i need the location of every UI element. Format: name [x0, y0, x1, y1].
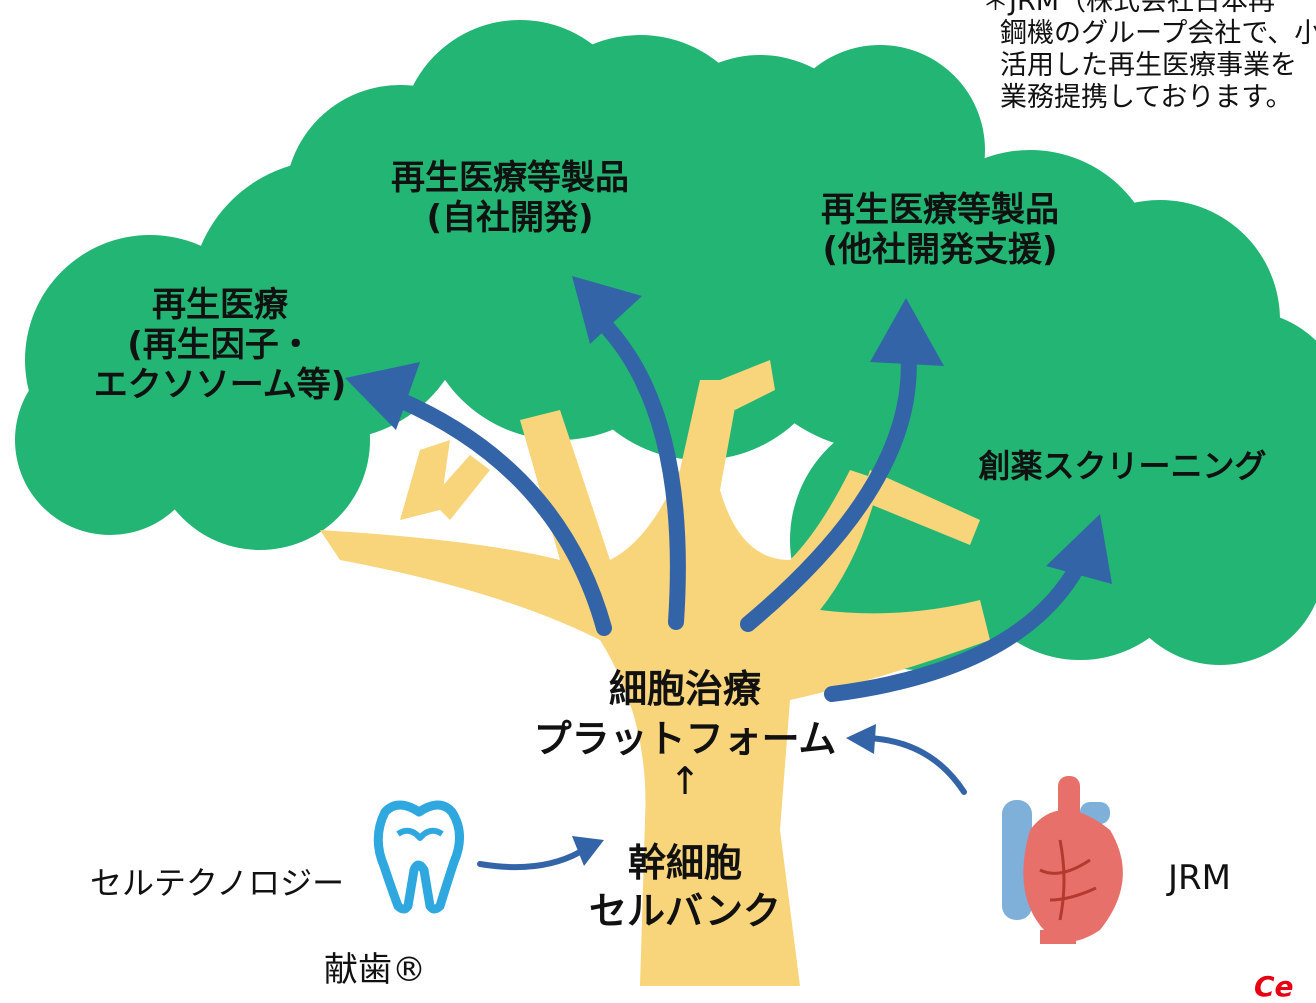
label-regen-medicine: 再生医療 (再生因子・ エクソソーム等)	[70, 285, 370, 405]
jrm-footnote: ＊JRM（株式会社日本再 鋼機のグループ会社で、小 活用した再生医療事業を 業務…	[982, 0, 1316, 114]
label-product-inhouse: 再生医療等製品 (自社開発)	[350, 158, 670, 238]
arrow-to-product-inhouse	[572, 276, 686, 630]
footnote-line-3: 活用した再生医療事業を	[1000, 50, 1297, 81]
label-stem-cell-bank: 幹細胞 セルバンク	[540, 840, 830, 936]
arrow-to-product-support	[740, 298, 944, 632]
arrow-from-jrm	[846, 724, 967, 795]
arrow-to-regen-medicine	[345, 362, 612, 636]
label-drug-screening: 創薬スクリーニング	[950, 447, 1295, 486]
footnote-line-2: 鋼機のグループ会社で、小	[1000, 18, 1316, 49]
up-arrow-glyph: ↑	[669, 759, 701, 804]
label-jrm: JRM	[1168, 858, 1231, 898]
label-regen-medicine-line2: (再生因子・	[127, 325, 313, 366]
heart-icon	[1002, 776, 1123, 944]
label-platform-line2: プラットフォーム	[533, 717, 837, 762]
label-stem-cell-bank-line1: 幹細胞	[627, 841, 742, 885]
label-product-support: 再生医療等製品 (他社開発支援)	[780, 190, 1100, 270]
footnote-line-4: 業務提携しております。	[1000, 82, 1293, 113]
arrow-from-celltech	[477, 836, 604, 871]
tooth-icon	[373, 800, 464, 914]
label-drug-screening-text: 創薬スクリーニング	[978, 447, 1267, 485]
label-regen-medicine-line1: 再生医療	[152, 285, 288, 325]
footnote-line-1: ＊JRM（株式会社日本再	[982, 0, 1276, 17]
label-platform-line1: 細胞治療	[608, 667, 761, 711]
label-product-support-line2: (他社開発支援)	[822, 230, 1058, 271]
label-platform: 細胞治療 プラットフォーム ↑	[520, 664, 850, 804]
label-kenshi: 献歯®	[324, 950, 426, 990]
tree-foliage	[15, 20, 1316, 670]
brand-logo-fragment: Ce	[1254, 970, 1294, 1003]
label-product-inhouse-line1: 再生医療等製品	[391, 158, 629, 198]
label-product-support-line1: 再生医療等製品	[821, 190, 1059, 230]
arrow-to-drug-screening	[824, 514, 1112, 702]
label-celltechnology: セルテクノロジー	[90, 864, 345, 902]
tree-trunk	[320, 360, 990, 986]
label-stem-cell-bank-line2: セルバンク	[589, 888, 781, 933]
label-product-inhouse-line2: (自社開発)	[426, 198, 594, 239]
label-regen-medicine-line3: エクソソーム等)	[93, 365, 347, 406]
